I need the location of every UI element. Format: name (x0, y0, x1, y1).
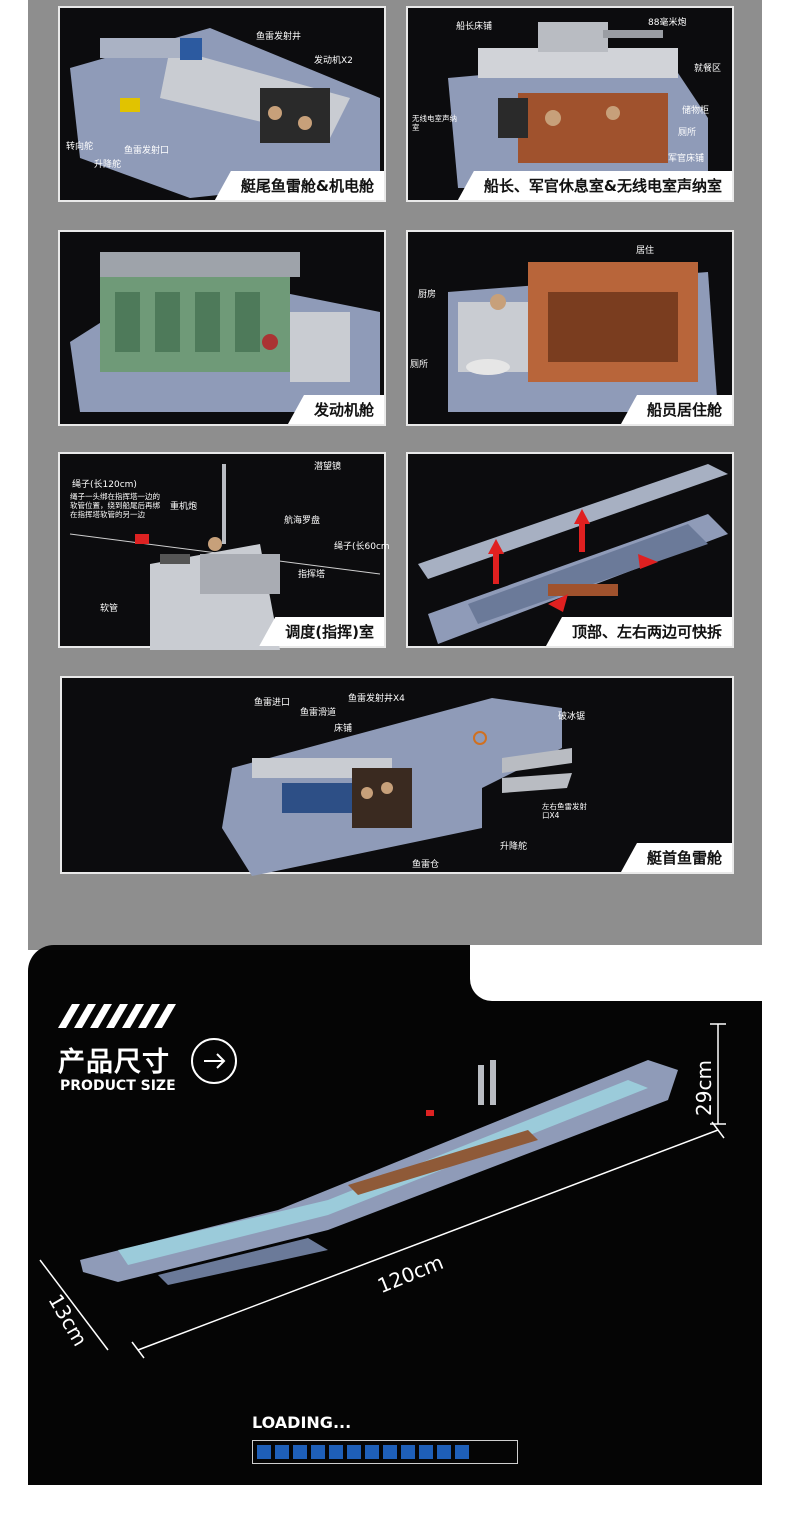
label-torpedo-bay: 鱼雷仓 (412, 860, 440, 870)
panel-caption: 艇尾鱼雷舱&机电舱 (214, 171, 384, 200)
loading-bar-cell (329, 1445, 343, 1459)
exploded-hull-illustration (418, 464, 728, 644)
label-elevator: 升降舵 (94, 160, 122, 170)
panel-command-tower: 绳子(长120cm) 绳子一头绑在指挥塔一边的软管位置，绕到船尾后再绑在指挥塔软… (58, 452, 390, 650)
loading-bar-cell (383, 1445, 397, 1459)
label-hose: 软管 (100, 604, 119, 614)
stripes-decoration (58, 1004, 176, 1028)
corner-notch (470, 945, 762, 1001)
panel-stern-torpedo-room: 鱼雷发射井 发动机X2 转向舵 升降舵 鱼雷发射口 艇尾鱼雷舱&机电舱 (58, 6, 386, 202)
label-officer-bunk: 军官床铺 (668, 154, 705, 164)
label-rudder: 转向舵 (66, 142, 94, 152)
panel-crew-quarters: 居住 厨房 厕所 船员居住舱 (406, 230, 734, 426)
officer-section-illustration (448, 22, 708, 188)
product-size-section (28, 945, 762, 1485)
crew-section-illustration (448, 262, 718, 412)
panel-engine-room: 发动机舱 (58, 230, 386, 426)
loading-bar (252, 1440, 518, 1464)
bow-section-illustration (222, 698, 572, 876)
loading-label: LOADING... (252, 1413, 352, 1432)
label-radio-sonar: 无线电室声纳室 (412, 114, 457, 132)
panel-caption: 调度(指挥)室 (259, 617, 384, 646)
label-dining-area: 就餐区 (694, 64, 722, 74)
loading-bar-cell (437, 1445, 451, 1459)
loading-bar-cell (419, 1445, 433, 1459)
loading-bar-cell (455, 1445, 469, 1459)
label-toilet: 厕所 (678, 128, 697, 138)
tower-section-illustration (69, 464, 381, 650)
loading-bar-cell (491, 1445, 505, 1459)
loading-bar-cell (473, 1445, 487, 1459)
loading-bar-cell (401, 1445, 415, 1459)
panel-caption: 发动机舱 (287, 395, 384, 424)
label-torpedo-tube: 鱼雷发射井 (256, 32, 302, 42)
label-living: 居住 (636, 246, 655, 256)
loading-bar-cell (311, 1445, 325, 1459)
label-periscope: 潜望镜 (314, 462, 342, 472)
panel-bow-torpedo-room: 鱼雷进口 鱼雷发射井X4 鱼雷滑道 床铺 破冰锯 左右鱼雷发射口X4 升降舵 鱼… (60, 676, 734, 876)
loading-bar-cell (293, 1445, 307, 1459)
arrow-right-icon (191, 1038, 237, 1084)
product-size-subtitle: PRODUCT SIZE (60, 1078, 176, 1094)
label-88mm-gun: 88毫米炮 (648, 18, 687, 28)
label-compass: 航海罗盘 (284, 516, 321, 526)
label-ice-saw: 破冰锯 (558, 712, 586, 722)
loading-bar-cell (257, 1445, 271, 1459)
panel-caption: 船长、军官休息室&无线电室声纳室 (457, 171, 732, 200)
panel-caption: 顶部、左右两边可快拆 (545, 617, 732, 646)
panel-quick-release: 顶部、左右两边可快拆 (406, 452, 734, 648)
label-bunk: 床铺 (334, 724, 353, 734)
label-elevator: 升降舵 (500, 842, 528, 852)
loading-bar-cell (365, 1445, 379, 1459)
panel-officer-quarters: 船长床铺 88毫米炮 就餐区 储物柜 厕所 军官床铺 无线电室声纳室 船长、军官… (406, 6, 734, 202)
label-storage: 储物柜 (682, 106, 710, 116)
submarine-illustration (39, 1023, 726, 1359)
dimension-height: 29cm (691, 1060, 716, 1116)
label-rope-120: 绳子(长120cm) (72, 480, 137, 490)
label-side-torpedo-ports: 左右鱼雷发射口X4 (542, 802, 587, 820)
label-toilet: 厕所 (410, 360, 429, 370)
label-kitchen: 厨房 (418, 290, 437, 300)
label-heavy-gun: 重机炮 (170, 502, 198, 512)
label-rope-60: 绳子(长60cm (334, 542, 390, 552)
label-torpedo-slide: 鱼雷滑道 (300, 708, 337, 718)
label-captain-bunk: 船长床铺 (456, 22, 493, 32)
panel-caption: 艇首鱼雷舱 (620, 843, 732, 872)
label-conning-tower: 指挥塔 (298, 570, 326, 580)
label-torpedo-tubes-x4: 鱼雷发射井X4 (348, 694, 405, 704)
stern-section-illustration (70, 28, 380, 198)
engine-section-illustration (70, 252, 380, 412)
product-size-title: 产品尺寸 (58, 1047, 170, 1078)
label-torpedo-port: 鱼雷发射口 (124, 146, 170, 156)
loading-bar-cell (347, 1445, 361, 1459)
loading-bar-cell (275, 1445, 289, 1459)
label-torpedo-entry: 鱼雷进口 (254, 698, 291, 708)
label-rope-instructions: 绳子一头绑在指挥塔一边的软管位置，绕到船尾后再绑在指挥塔软管的另一边 (70, 492, 160, 519)
panel-caption: 船员居住舱 (620, 395, 732, 424)
label-engine-x2: 发动机X2 (314, 56, 353, 66)
